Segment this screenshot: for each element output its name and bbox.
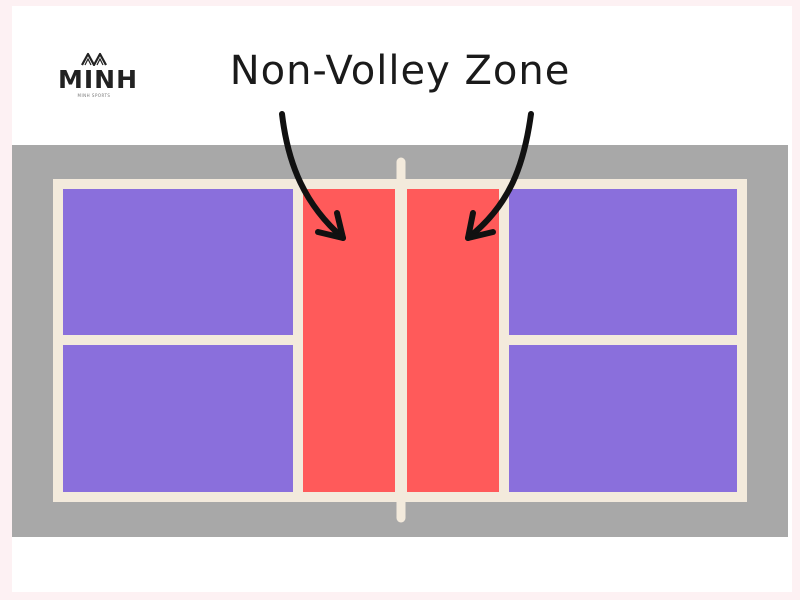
right-service-box-top (509, 189, 737, 335)
logo-subtext: MINH SPORTS (77, 93, 111, 98)
non-volley-zone-left (303, 189, 395, 492)
mountain-icon (81, 52, 107, 66)
curved-arrow-icon-left (279, 111, 346, 241)
left-service-box-top (63, 189, 293, 335)
non-volley-zone-right (407, 189, 499, 492)
left-service-box-bottom (63, 345, 293, 492)
curved-arrow-icon-right (465, 111, 534, 241)
brand-logo: MINH MINH SPORTS (58, 52, 139, 116)
right-service-box-bottom (509, 345, 737, 492)
logo-text: MINH (58, 65, 139, 94)
diagram-title: Non-Volley Zone (229, 48, 571, 94)
